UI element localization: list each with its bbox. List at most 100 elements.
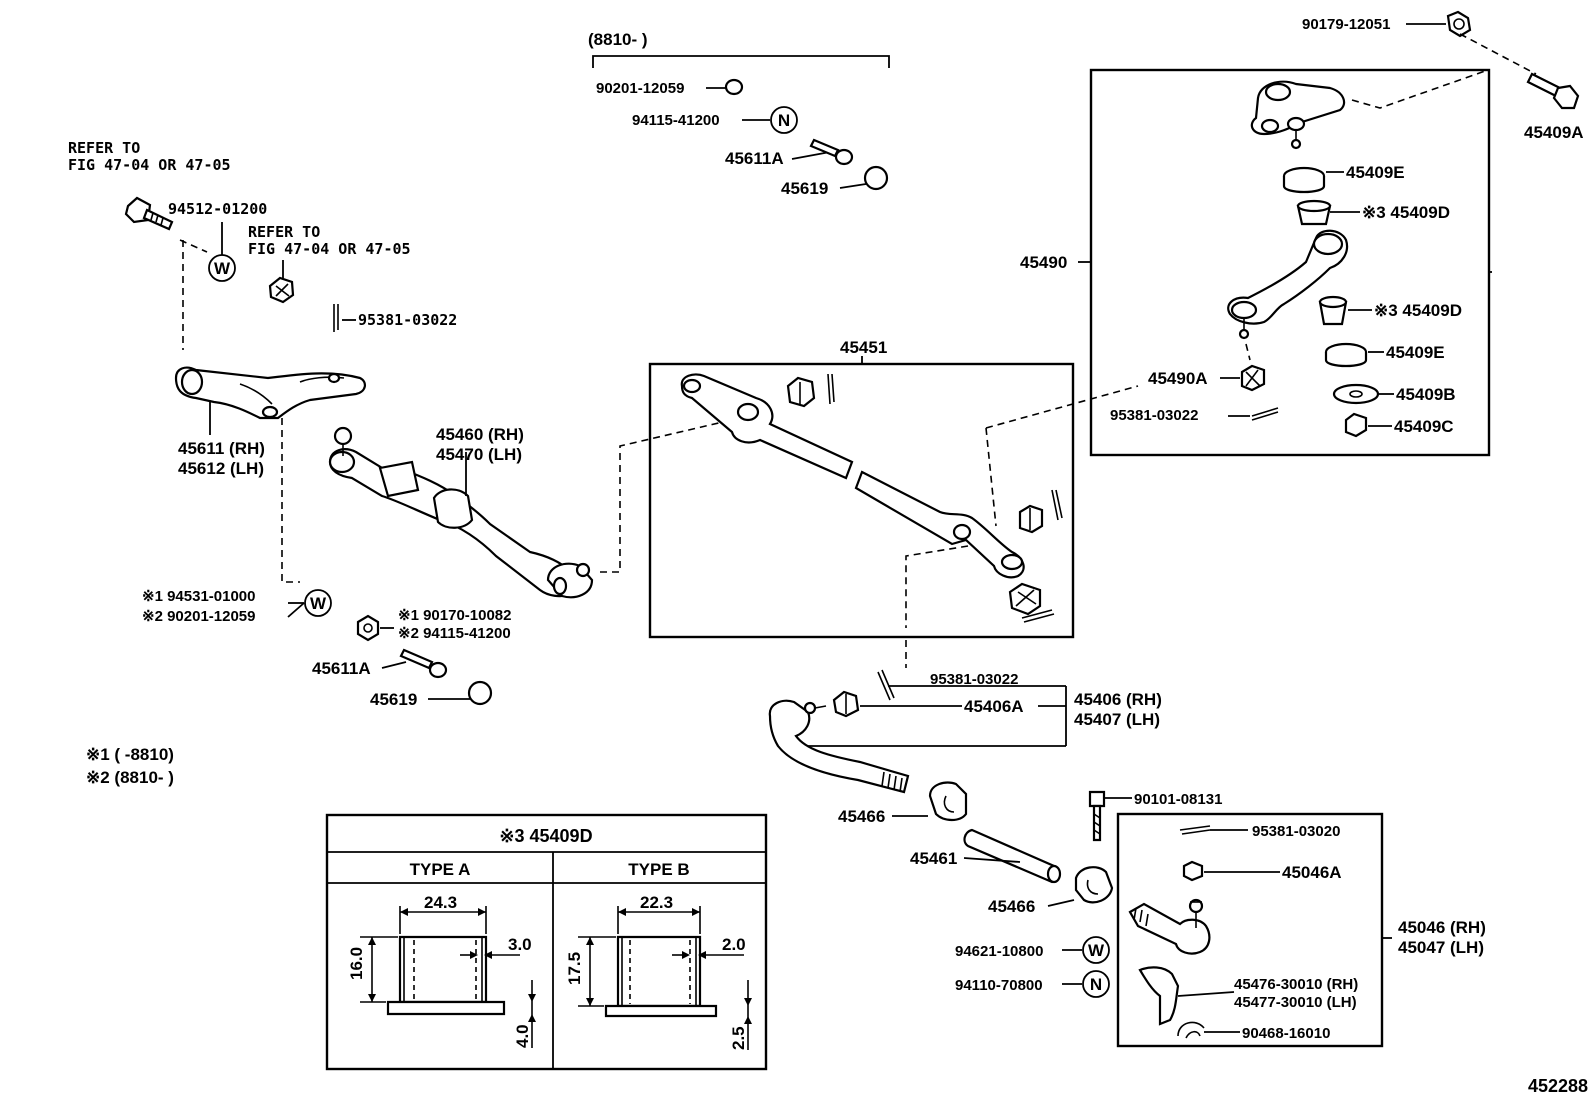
part-label[interactable]: 45466 bbox=[838, 807, 885, 826]
part-label[interactable]: ※1 90170-10082 bbox=[398, 607, 512, 624]
part-label[interactable]: 90201-12059 bbox=[596, 80, 684, 97]
nut-symbol-text: N bbox=[778, 111, 790, 130]
table-title: ※3 45409D bbox=[499, 826, 592, 846]
bolt-part bbox=[1088, 790, 1106, 842]
relay-rod-part bbox=[680, 373, 1025, 579]
clamp-part bbox=[928, 781, 968, 822]
bolt-part bbox=[124, 196, 174, 231]
dim-width: 22.3 bbox=[640, 893, 673, 912]
ball-joint-part bbox=[1128, 898, 1211, 955]
bushing-type-table: ※3 45409D TYPE A TYPE B 24.3 3.0 16.0 bbox=[325, 813, 768, 1071]
part-label[interactable]: 90468-16010 bbox=[1242, 1025, 1330, 1042]
type-b-header: TYPE B bbox=[628, 860, 689, 879]
part-label[interactable]: 45490A bbox=[1148, 369, 1208, 388]
part-label[interactable]: 94512-01200 bbox=[168, 200, 267, 218]
cotter-pin-part bbox=[827, 373, 835, 405]
part-label[interactable]: 45409B bbox=[1396, 385, 1456, 404]
note-2: ※2 (8810- ) bbox=[86, 768, 174, 787]
dim-wall: 3.0 bbox=[508, 935, 532, 954]
part-label[interactable]: 94115-41200 bbox=[632, 112, 720, 129]
washer-symbol-icon bbox=[208, 254, 236, 282]
bushing-part bbox=[1324, 342, 1368, 368]
diagram-id: 452288 bbox=[1528, 1076, 1588, 1096]
dim-flange: 4.0 bbox=[513, 1024, 532, 1048]
part-label[interactable]: 45046A bbox=[1282, 863, 1342, 882]
left-refer-group: REFER TO FIG 47-04 OR 47-05 94512-01200 … bbox=[68, 139, 512, 787]
nut-part bbox=[1182, 860, 1204, 882]
cotter-pin-part bbox=[1251, 407, 1279, 421]
bolt-part bbox=[1526, 72, 1580, 110]
type-b-drawing: 22.3 2.0 17.5 2.5 bbox=[565, 893, 752, 1050]
nut-part bbox=[832, 690, 860, 718]
part-label[interactable]: 94621-10800 bbox=[955, 943, 1043, 960]
part-label[interactable]: 45407 (LH) bbox=[1074, 710, 1160, 729]
part-label[interactable]: 45476-30010 (RH) bbox=[1234, 976, 1358, 993]
part-label[interactable]: 45460 (RH) bbox=[436, 425, 524, 444]
nut-part bbox=[1446, 10, 1472, 38]
part-label[interactable]: 95381-03022 bbox=[930, 671, 1018, 688]
part-label[interactable]: 45611A bbox=[725, 149, 784, 168]
washer-symbol-icon bbox=[304, 589, 332, 617]
part-label[interactable]: 45466 bbox=[988, 897, 1035, 916]
cotter-pin-part bbox=[1051, 489, 1063, 521]
part-label[interactable]: 45406A bbox=[964, 697, 1024, 716]
bushing-part bbox=[1296, 199, 1332, 226]
washer-symbol-icon bbox=[1082, 936, 1110, 964]
part-label[interactable]: 45470 (LH) bbox=[436, 445, 522, 464]
refer-text: FIG 47-04 OR 47-05 bbox=[68, 156, 231, 174]
part-label[interactable]: 45477-30010 (LH) bbox=[1234, 994, 1357, 1011]
part-label[interactable]: 94110-70800 bbox=[955, 977, 1043, 994]
washer-symbol-text: W bbox=[214, 259, 231, 278]
washer-part bbox=[1332, 383, 1380, 405]
part-label[interactable]: 45406 (RH) bbox=[1074, 690, 1162, 709]
dim-height: 17.5 bbox=[565, 952, 584, 985]
bushing-part bbox=[1318, 295, 1348, 326]
part-label[interactable]: ※2 94115-41200 bbox=[398, 625, 511, 642]
part-label[interactable]: 45409A bbox=[1524, 123, 1584, 142]
cap-part bbox=[467, 680, 493, 706]
part-label[interactable]: ※3 45409D bbox=[1362, 203, 1450, 222]
part-label[interactable]: 45490 bbox=[1020, 253, 1067, 272]
nut-part bbox=[1240, 364, 1266, 392]
part-label[interactable]: 45619 bbox=[781, 179, 828, 198]
part-label[interactable]: ※2 90201-12059 bbox=[142, 608, 256, 625]
nut-part bbox=[786, 376, 816, 408]
table-frame bbox=[325, 813, 768, 1071]
clamp-part bbox=[1074, 866, 1114, 904]
part-label[interactable]: 45619 bbox=[370, 690, 417, 709]
nut-symbol-icon bbox=[1082, 970, 1110, 998]
part-label[interactable]: 45409C bbox=[1394, 417, 1454, 436]
part-label[interactable]: 45611 (RH) bbox=[178, 439, 265, 458]
type-a-drawing: 24.3 3.0 16.0 4.0 bbox=[347, 893, 536, 1048]
cap-part bbox=[863, 165, 889, 191]
nut-part bbox=[1008, 582, 1042, 616]
part-label[interactable]: 95381-03020 bbox=[1252, 823, 1340, 840]
part-label[interactable]: 45461 bbox=[910, 849, 957, 868]
cotter-pin-part bbox=[333, 304, 339, 332]
part-label[interactable]: 45409E bbox=[1386, 343, 1445, 362]
part-label[interactable]: 45046 (RH) bbox=[1398, 918, 1486, 937]
bolt-part bbox=[399, 648, 448, 679]
part-label[interactable]: ※1 94531-01000 bbox=[142, 588, 256, 605]
tie-rod-end-part bbox=[328, 426, 594, 599]
dim-wall: 2.0 bbox=[722, 935, 746, 954]
idler-bracket-part bbox=[1250, 80, 1346, 150]
bushing-part bbox=[1282, 166, 1326, 194]
part-label[interactable]: 90101-08131 bbox=[1134, 791, 1222, 808]
clip-part bbox=[1177, 1021, 1205, 1039]
part-label[interactable]: 45611A bbox=[312, 659, 371, 678]
washer-symbol-text: W bbox=[310, 594, 327, 613]
part-label[interactable]: 45047 (LH) bbox=[1398, 938, 1484, 957]
cotter-pin-part bbox=[1021, 609, 1055, 623]
part-label[interactable]: 45451 bbox=[840, 338, 887, 357]
part-label[interactable]: 90179-12051 bbox=[1302, 16, 1390, 33]
nut-part bbox=[356, 614, 380, 642]
part-label[interactable]: 95381-03022 bbox=[358, 311, 457, 329]
part-label[interactable]: 95381-03022 bbox=[1110, 407, 1198, 424]
knuckle-arm-part bbox=[174, 366, 366, 420]
part-label[interactable]: ※3 45409D bbox=[1374, 301, 1462, 320]
part-label[interactable]: 45409E bbox=[1346, 163, 1405, 182]
part-label[interactable]: 45612 (LH) bbox=[178, 459, 264, 478]
cotter-pin-part bbox=[1179, 825, 1211, 835]
